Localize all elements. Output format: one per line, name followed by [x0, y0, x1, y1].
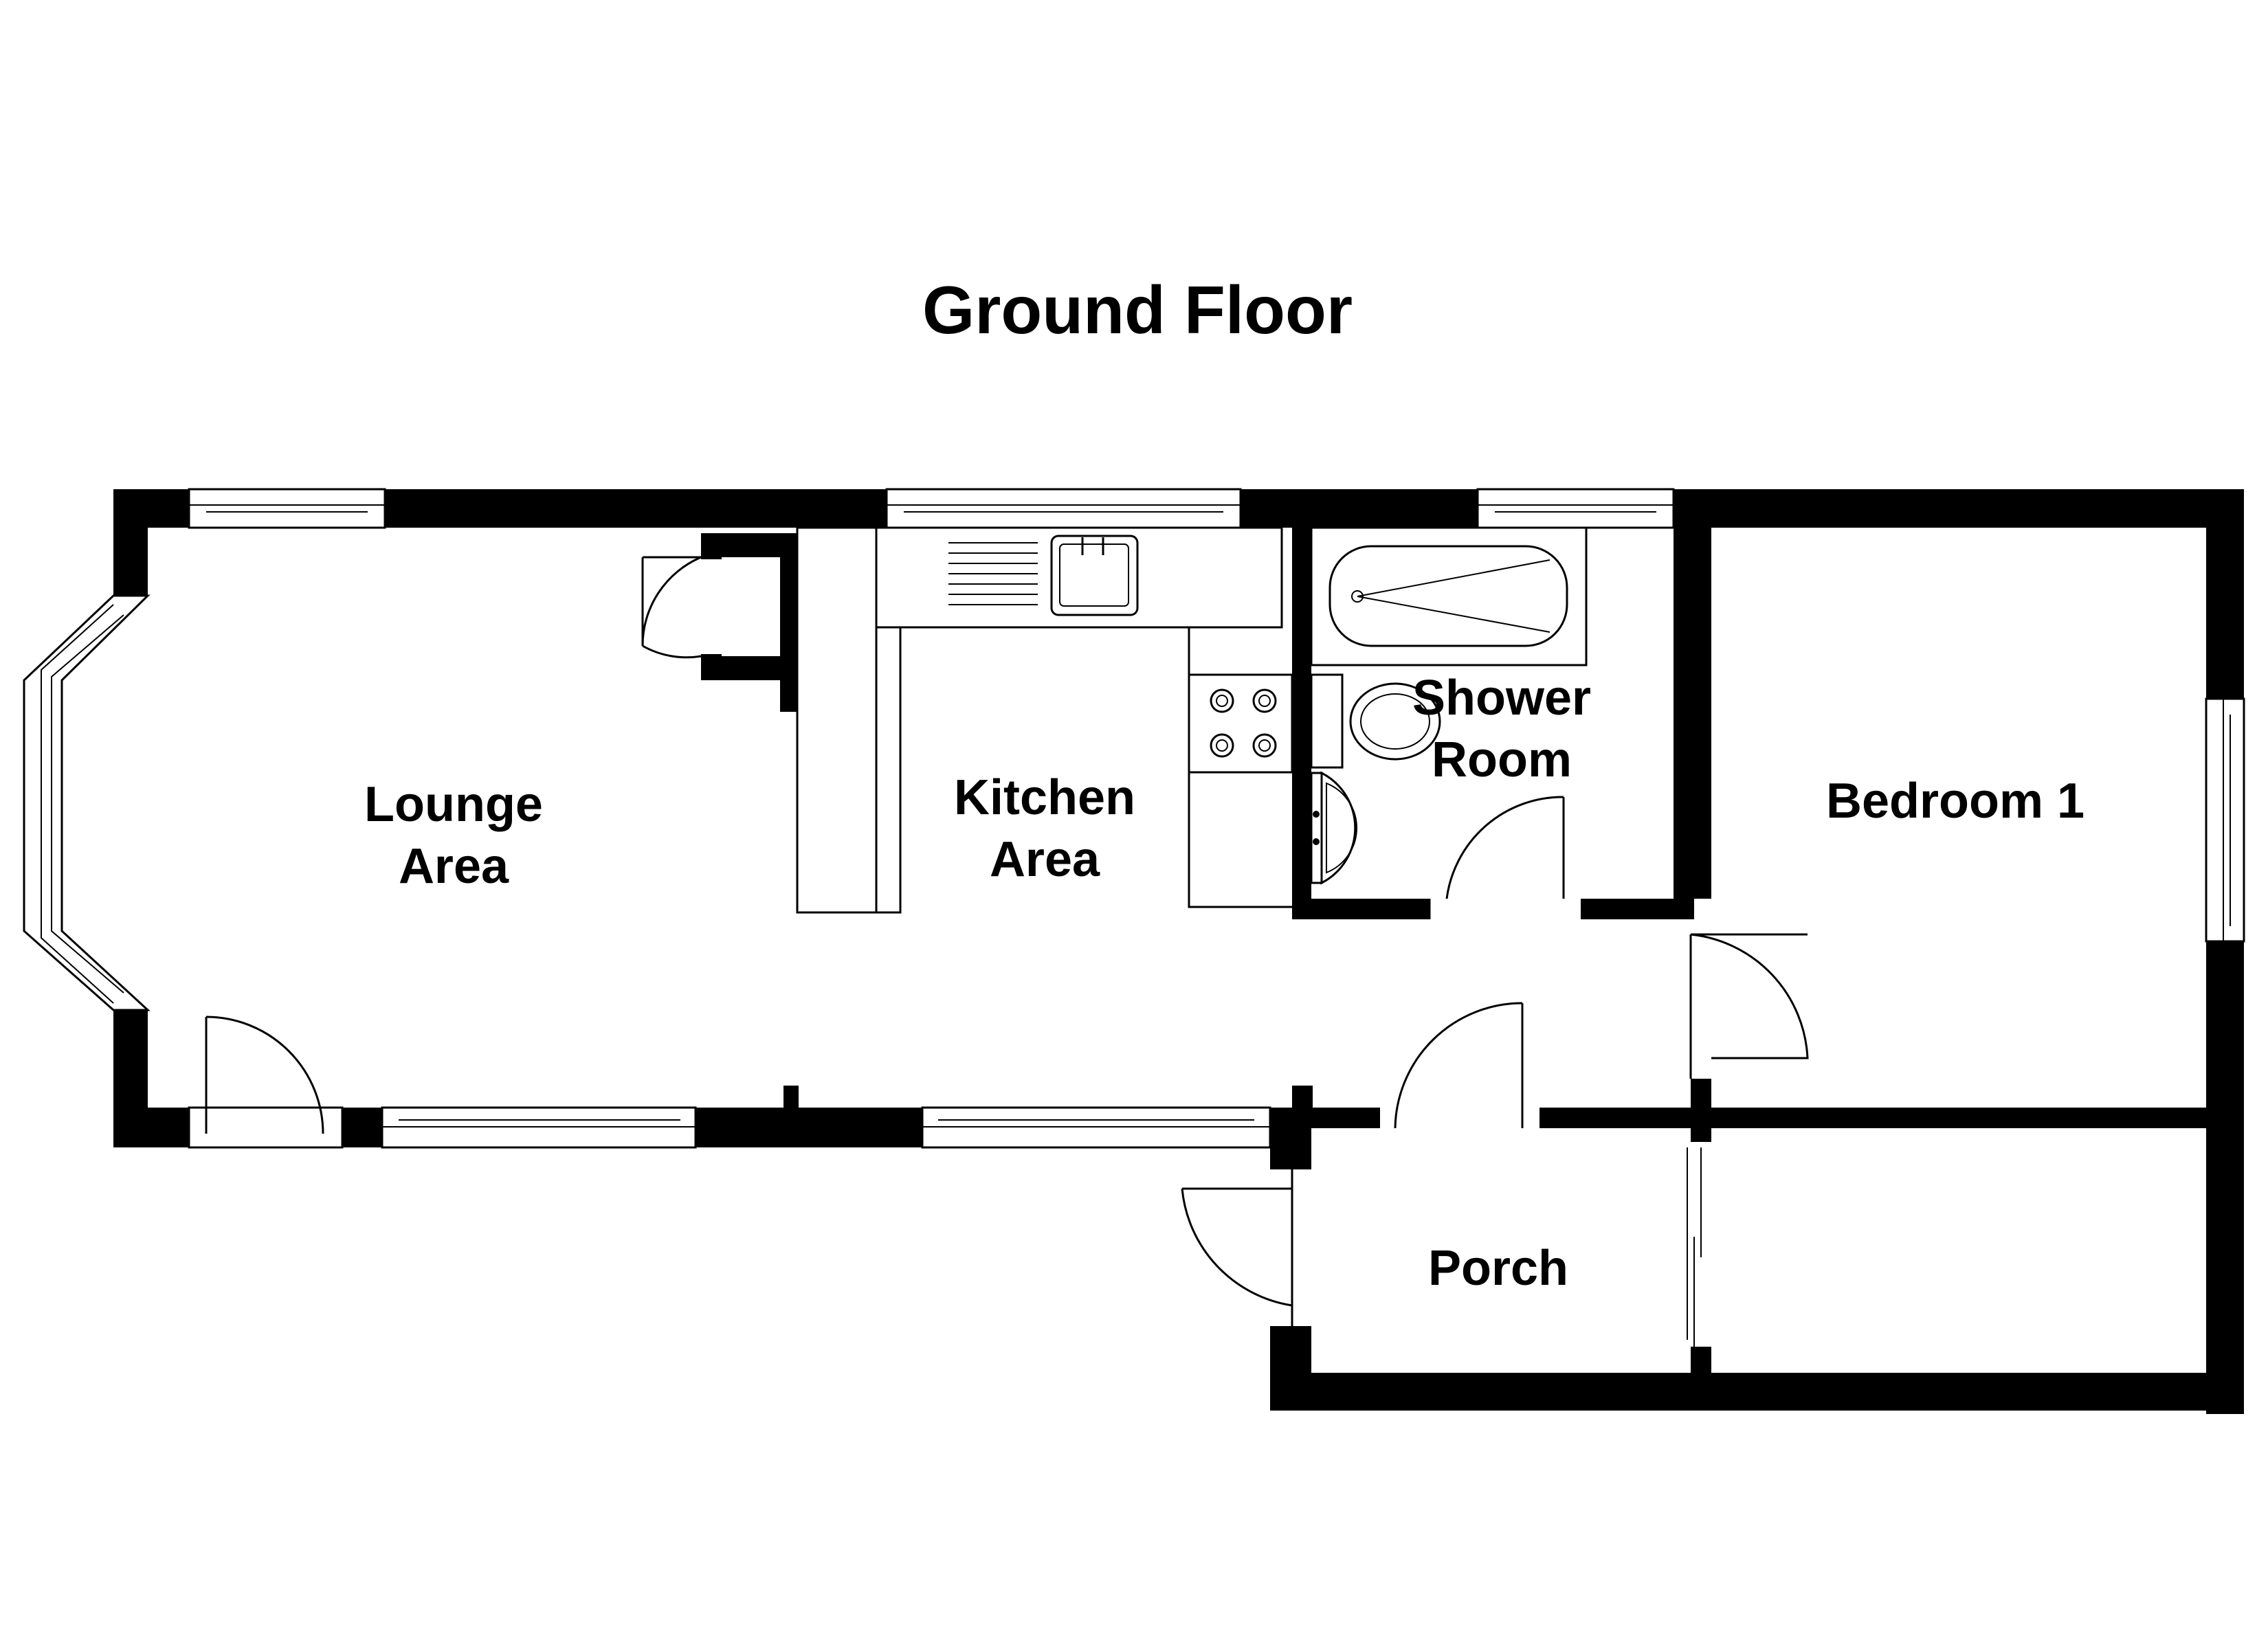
- windows: [23, 488, 2245, 1149]
- internal-walls: [701, 528, 1711, 1374]
- lounge-label-line1: Lounge: [364, 777, 543, 832]
- drainer: [948, 542, 1038, 605]
- shower-label-line1: Shower: [1412, 671, 1591, 726]
- room-labels: Lounge Area Kitchen Area Shower Room Bed…: [364, 671, 2084, 1296]
- doors: [188, 556, 1809, 1347]
- floor-title: Ground Floor: [922, 272, 1353, 348]
- hob: [1210, 688, 1277, 758]
- lounge-label-line2: Area: [399, 839, 509, 894]
- bedroom-label: Bedroom 1: [1826, 774, 2084, 829]
- fixtures: [796, 526, 1588, 914]
- porch-label: Porch: [1428, 1241, 1568, 1296]
- kitchen-label-line1: Kitchen: [954, 770, 1135, 825]
- kitchen-label-line2: Area: [990, 832, 1100, 887]
- shower-label-line2: Room: [1432, 732, 1572, 787]
- outer-walls: [113, 489, 2244, 1414]
